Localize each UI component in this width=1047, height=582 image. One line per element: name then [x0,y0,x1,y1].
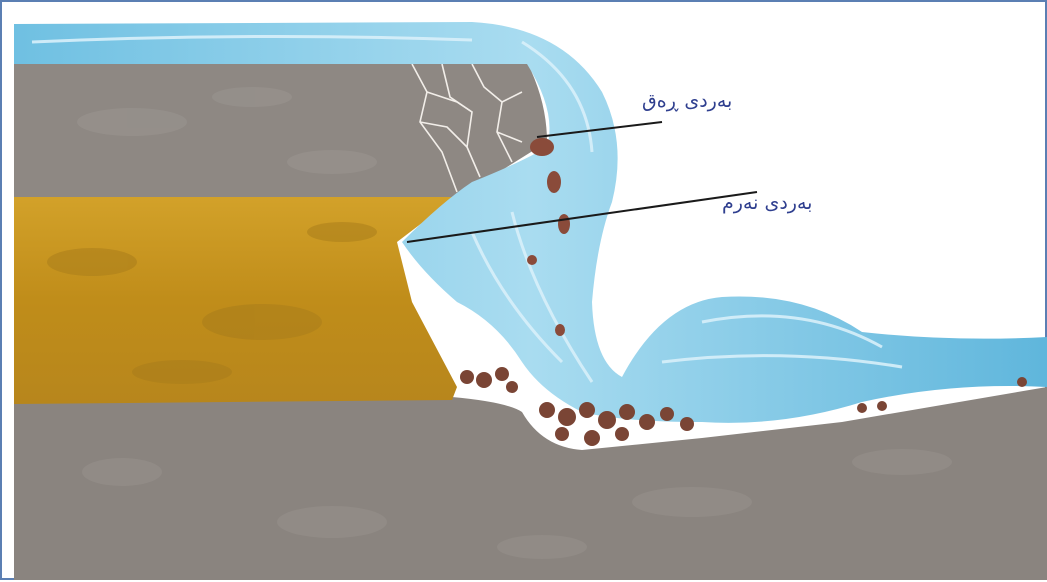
soft-rock-label: بەردی نەرم [722,192,812,214]
soft-rock-layer [14,194,460,404]
hard-rock-label: بەردی ڕەق [642,90,732,112]
